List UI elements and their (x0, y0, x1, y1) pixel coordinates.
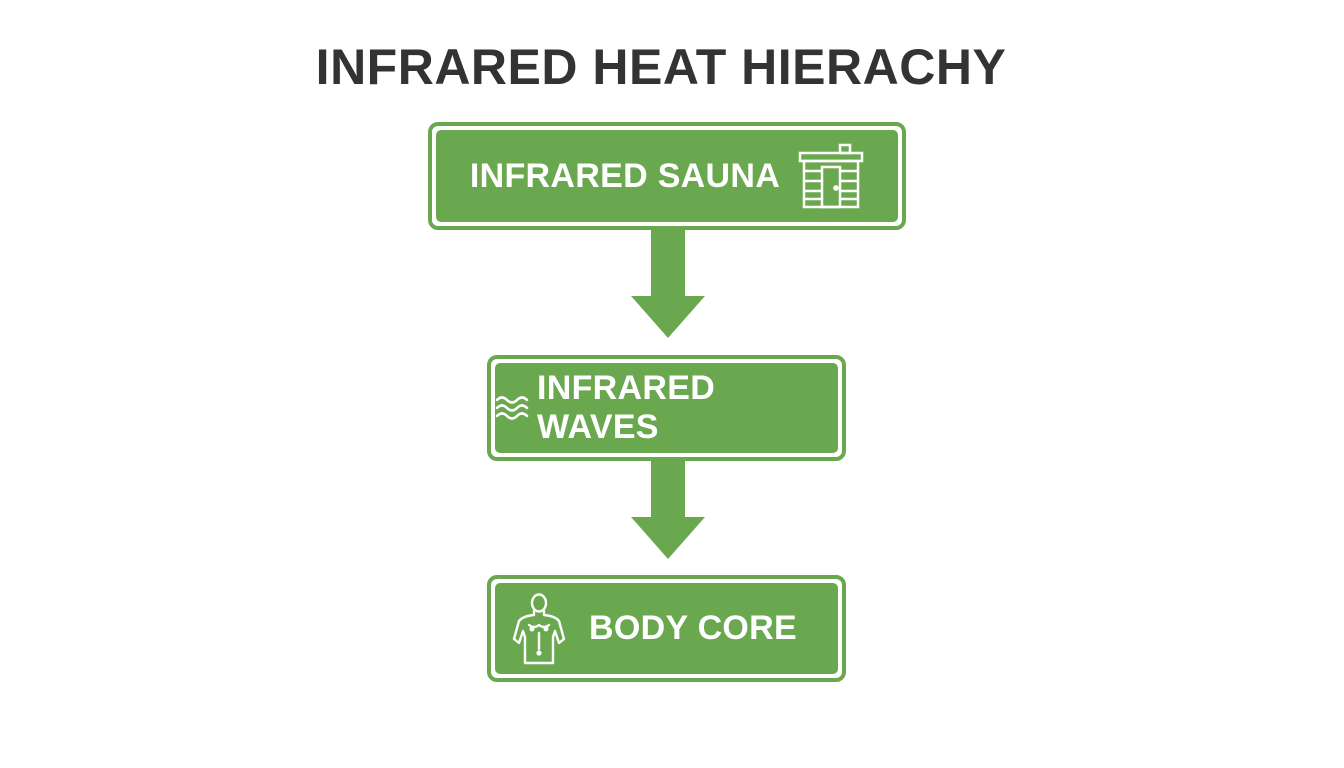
sauna-cabin-icon (798, 141, 864, 211)
node-infrared-waves-label: INFRARED WAVES (537, 369, 716, 446)
node-body-core-label: BODY CORE (589, 609, 797, 647)
arrow-sauna-to-waves (631, 230, 705, 345)
node-body-core-body: BODY CORE (495, 583, 838, 674)
node-infrared-waves: INFRARED WAVES (487, 355, 846, 461)
node-infrared-sauna: INFRARED SAUNA (428, 122, 906, 230)
node-infrared-sauna-label: INFRARED SAUNA (469, 156, 781, 195)
diagram-title: INFRARED HEAT HIERACHY (315, 39, 1007, 95)
waves-icon (495, 394, 529, 422)
human-torso-icon (511, 592, 567, 665)
arrow-waves-to-body (631, 461, 705, 568)
node-infrared-sauna-body: INFRARED SAUNA (436, 130, 898, 222)
node-body-core: BODY CORE (487, 575, 846, 682)
node-infrared-waves-body: INFRARED WAVES (495, 363, 838, 453)
